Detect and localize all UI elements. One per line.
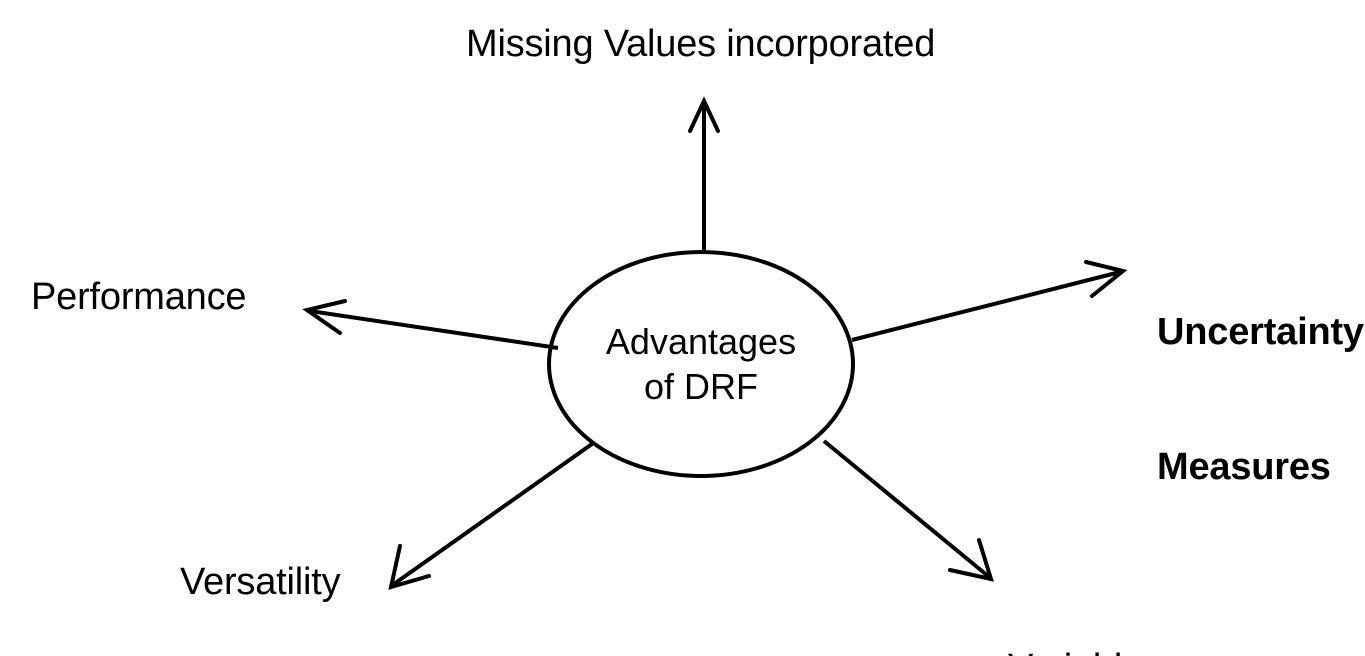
branch-label-uncertainty-line2: Measures: [1157, 446, 1331, 488]
center-ellipse: [547, 250, 855, 478]
branch-label-variable-importance: Variable Importance: [1008, 556, 1196, 656]
branch-label-versatility: Versatility: [180, 561, 341, 603]
branch-label-uncertainty-line1: Uncertainty: [1157, 311, 1364, 353]
arrow-variable-importance: [822, 439, 994, 582]
arrow-performance: [302, 299, 559, 350]
arrow-versatility: [388, 442, 594, 590]
branch-label-uncertainty-measures: Uncertainty Measures: [1157, 220, 1364, 580]
branch-label-missing-values: Missing Values incorporated: [466, 23, 936, 65]
branch-label-variable-importance-line1: Variable: [1008, 646, 1196, 656]
arrow-missing-values: [688, 96, 720, 253]
branch-label-performance: Performance: [31, 276, 247, 318]
arrow-uncertainty-measures: [851, 260, 1128, 342]
